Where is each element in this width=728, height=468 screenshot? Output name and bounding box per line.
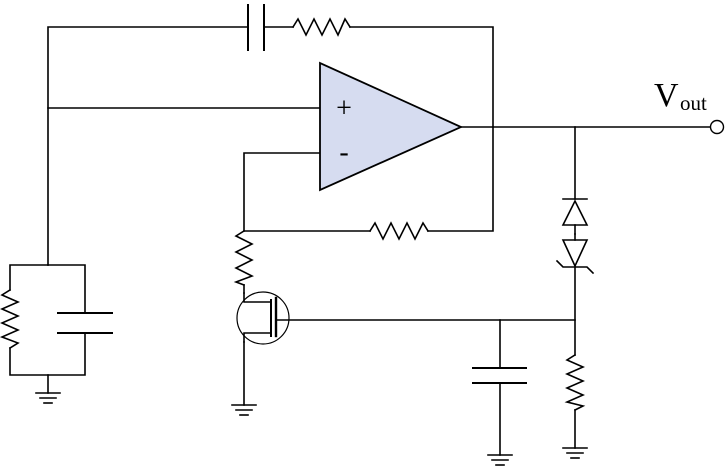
resistor-top — [291, 17, 352, 37]
capacitor-left — [57, 312, 113, 334]
zener-diode-lower — [555, 233, 595, 275]
mosfet-transistor — [236, 291, 290, 345]
capacitor-top — [247, 4, 265, 51]
ground-left — [35, 392, 61, 404]
opamp-minus-label: - — [339, 137, 348, 168]
ground-resistor — [562, 447, 588, 459]
resistor-feedback — [368, 221, 430, 241]
output-label-main: V — [654, 77, 679, 114]
opamp — [319, 61, 464, 192]
resistor-left — [0, 288, 20, 350]
resistor-right — [564, 353, 586, 412]
output-label-subscript: out — [680, 91, 707, 115]
ground-capacitor — [487, 454, 513, 466]
output-label: V out — [654, 77, 707, 115]
opamp-plus-label: + — [336, 93, 352, 124]
zener-diode-upper — [561, 198, 589, 235]
wires — [9, 26, 711, 456]
capacitor-gate — [472, 367, 527, 384]
ground-mosfet — [231, 404, 257, 416]
output-terminal — [709, 119, 725, 135]
resistor-drain — [233, 229, 254, 287]
